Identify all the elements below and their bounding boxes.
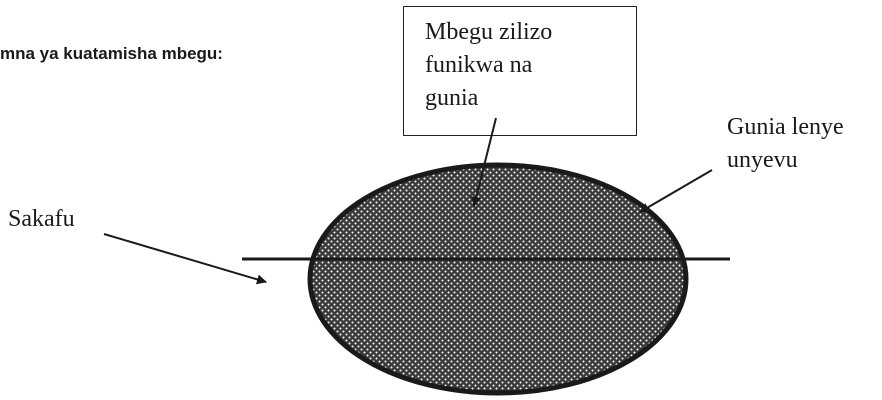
callout-box (403, 6, 637, 136)
covered-seeds-label: Mbegu zilizo funikwa na gunia (425, 16, 552, 115)
wet-sack-line2: unyevu (727, 147, 798, 173)
wet-sack-line1: Gunia lenye (727, 114, 844, 140)
wet-sack-arrow (639, 169, 713, 213)
seed-sack-ellipse (307, 162, 689, 396)
covered-seeds-line3: gunia (425, 85, 479, 111)
covered-seeds-line2: funikwa na (425, 52, 533, 78)
wet-sack-label: Gunia lenye unyevu (727, 111, 844, 177)
heading: mna ya kuatamisha mbegu: (0, 44, 223, 63)
floor-arrow (103, 233, 267, 285)
covered-seeds-line1: Mbegu zilizo (425, 19, 553, 45)
floor-label: Sakafu (8, 206, 75, 232)
covered-seeds-arrow (471, 117, 497, 207)
